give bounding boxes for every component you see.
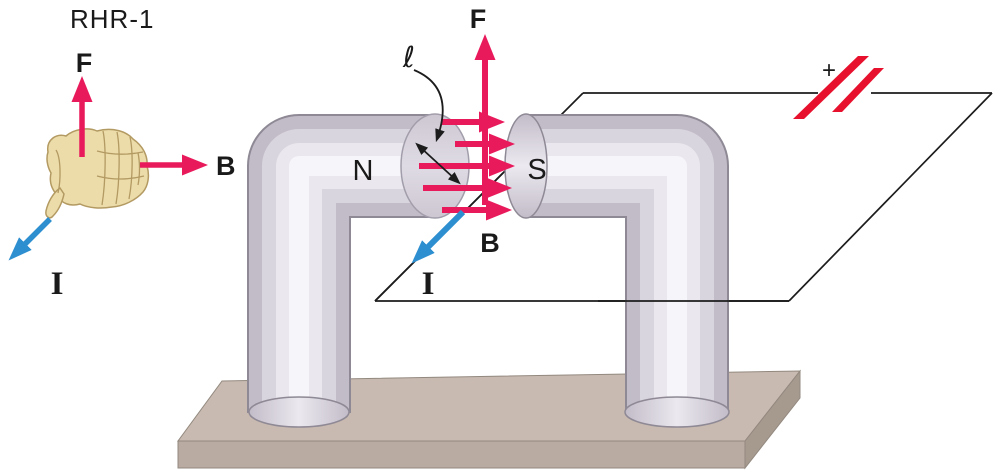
magnet-left-tube: [247, 114, 434, 413]
length-arrow-upper: [415, 142, 439, 165]
current-label: I: [422, 266, 435, 302]
south-label: S: [527, 154, 546, 186]
length-arrow-lower: [437, 162, 461, 185]
magnet-right-tube: [527, 114, 729, 413]
battery-positive-label: +: [822, 57, 836, 84]
right-hand-icon: [45, 128, 150, 219]
length-pointer-curve: [413, 69, 445, 143]
rhr-title: RHR-1: [70, 4, 154, 34]
rhr-diagram: RHR-1 F B I: [8, 4, 236, 302]
battery-plate-long: [793, 56, 869, 119]
rhr-current-label: I: [51, 266, 64, 302]
magnet-left-leg-cap: [248, 396, 350, 428]
magnet-arch: [247, 113, 730, 428]
base-front-face: [177, 440, 746, 469]
base-side-face: [744, 369, 801, 470]
magnet-right-leg-cap: [624, 396, 730, 428]
circuit-wire-right-edge: [788, 92, 993, 302]
current-arrow: [411, 209, 466, 264]
north-label: N: [353, 155, 374, 187]
hand-back: [46, 128, 150, 209]
battery-icon: +: [793, 56, 884, 119]
field-label: B: [480, 228, 500, 258]
length-label: ℓ: [402, 40, 415, 74]
hand-thumb: [45, 186, 65, 219]
rhr-force-label: F: [76, 48, 93, 78]
length-indicator: [413, 69, 461, 185]
rhr-field-label: B: [216, 151, 236, 181]
battery-plate-short: [832, 68, 884, 112]
force-label: F: [470, 4, 487, 34]
hand-finger-lines: [55, 130, 145, 206]
rhr-current-arrow: [8, 217, 52, 261]
